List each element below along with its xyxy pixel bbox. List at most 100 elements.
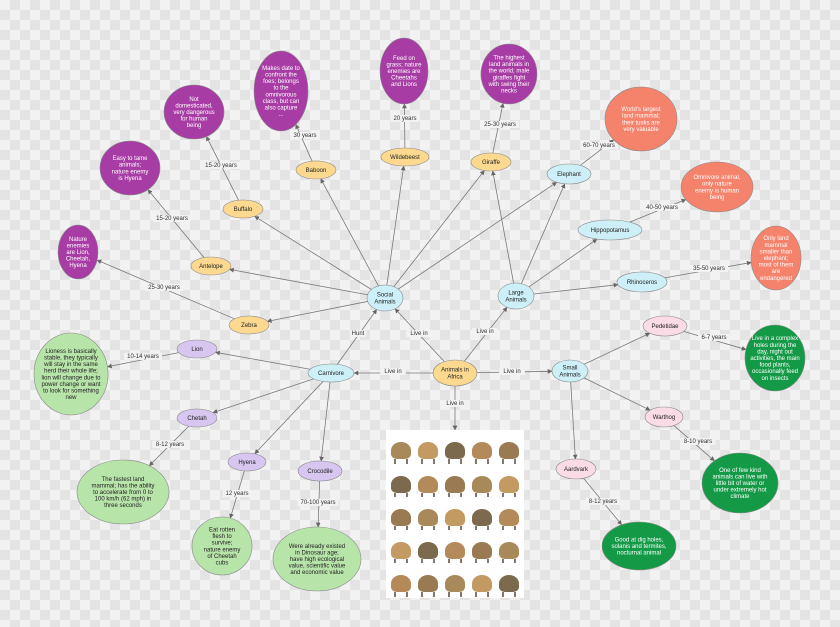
animal-photo [442, 565, 467, 597]
animal-photo [442, 532, 467, 564]
node-carnivore[interactable]: Carnivore [307, 363, 355, 383]
edge-carnivore-to-chetah [212, 378, 314, 414]
animal-silhouette [444, 508, 466, 531]
node-crocodile[interactable]: Crocodile [297, 460, 343, 482]
animal-photo [415, 565, 440, 597]
edge-label-background [406, 330, 432, 337]
edge-large-to-hippo [528, 238, 598, 288]
animal-photo [442, 465, 467, 498]
node-text-n_giraffe: giraffes fight [493, 75, 526, 81]
animal-silhouette [499, 475, 520, 498]
node-text-n_lion: will stay in the same [43, 362, 98, 368]
node-rhino[interactable]: Rhinoceros [616, 271, 668, 293]
edge-small-to-warthog [583, 377, 651, 411]
node-baboon[interactable]: Baboon [295, 160, 337, 180]
node-warthog[interactable]: Warthog [644, 406, 684, 428]
node-text-aardvark: Aardvark [564, 467, 589, 473]
node-text-n_warthog: animals can live with [712, 474, 767, 480]
node-text-hippo: Hippopotamus [591, 228, 630, 234]
edge-label-background [689, 265, 729, 272]
node-text-n_wildebeest: Feed on [393, 56, 415, 62]
node-n_aardvark[interactable]: Good at dig holes,solanis and termites,n… [601, 521, 677, 571]
node-hippo[interactable]: Hippopotamus [577, 219, 643, 241]
node-shape-aardvark [555, 458, 597, 480]
edge-label-background [144, 284, 184, 291]
edge-label-background [297, 499, 339, 506]
node-wildebeest[interactable]: Wildebeest [380, 147, 430, 167]
edge-label-elephant-to-n_elephant: 60-70 years [583, 143, 615, 149]
node-zebra[interactable]: Zebra [228, 315, 270, 335]
node-shape-lion [176, 339, 218, 359]
node-text-n_rhino: endangered [760, 276, 792, 282]
edge-label-background [290, 132, 320, 139]
node-lion[interactable]: Lion [176, 339, 218, 359]
edge-label-carnivore-to-social: Hunt [352, 331, 365, 337]
edge-social-to-giraffe [393, 170, 485, 287]
edge-small-to-aardvark [570, 381, 578, 460]
node-text-n_giraffe: necks [501, 89, 517, 95]
node-text-n_giraffe: the world; male [489, 69, 530, 75]
node-shape-zebra [228, 315, 270, 335]
node-elephant[interactable]: Elephant [546, 163, 592, 185]
node-text-n_chetah: The fastest land [102, 477, 145, 483]
animal-silhouette [472, 475, 493, 498]
node-shape-chetah [176, 408, 218, 428]
node-shape-n_hippo [680, 161, 754, 213]
animal-photo [415, 465, 440, 498]
node-giraffe[interactable]: Giraffe [470, 152, 512, 172]
node-text-n_baboon: also capture [265, 106, 298, 112]
animal-photo [388, 565, 413, 597]
node-shape-rhino [616, 271, 668, 293]
node-text-n_hippo: Omnivore animal, [693, 175, 740, 181]
node-shape-n_hyena [191, 516, 253, 576]
animal-silhouette [390, 442, 411, 464]
node-shape-social [366, 284, 404, 312]
node-antelope[interactable]: Antelope [190, 256, 232, 276]
node-text-n_elephant: very valuable [623, 127, 659, 133]
animal-silhouette [417, 508, 438, 531]
node-text-baboon: Baboon [306, 168, 327, 174]
node-text-n_hippo: being [710, 195, 725, 201]
node-aardvark[interactable]: Aardvark [555, 458, 597, 480]
node-text-n_crocodile: and economic value [290, 570, 344, 576]
node-pedetidae[interactable]: Pedetidae [642, 315, 688, 337]
node-text-n_warthog: One of few kind [719, 468, 761, 474]
node-text-n_chetah: three seconds [104, 503, 142, 509]
edge-social-to-wildebeest [386, 165, 406, 286]
edge-label-background [585, 498, 621, 505]
node-hyena[interactable]: Hyena [227, 452, 267, 472]
animal-silhouette [390, 508, 411, 531]
node-buffalo[interactable]: Buffalo [222, 199, 264, 219]
edge-label-background [349, 330, 367, 337]
node-text-n_giraffe: land animals in [489, 62, 529, 68]
node-text-n_rhino: elephant; [764, 256, 789, 262]
node-shape-n_warthog [701, 452, 779, 514]
edge-label-buffalo-to-n_notdom: 15-20 years [205, 163, 237, 169]
node-text-n_pedetidae: occasionally feed [752, 369, 798, 375]
node-text-n_buffalo: nature enemy [112, 169, 149, 175]
node-chetah[interactable]: Chetah [176, 408, 218, 428]
animal-photo [497, 465, 522, 498]
animal-photo [470, 465, 495, 498]
edge-label-aardvark-to-n_aardvark: 8-12 years [589, 499, 617, 505]
animal-photo [388, 465, 413, 498]
